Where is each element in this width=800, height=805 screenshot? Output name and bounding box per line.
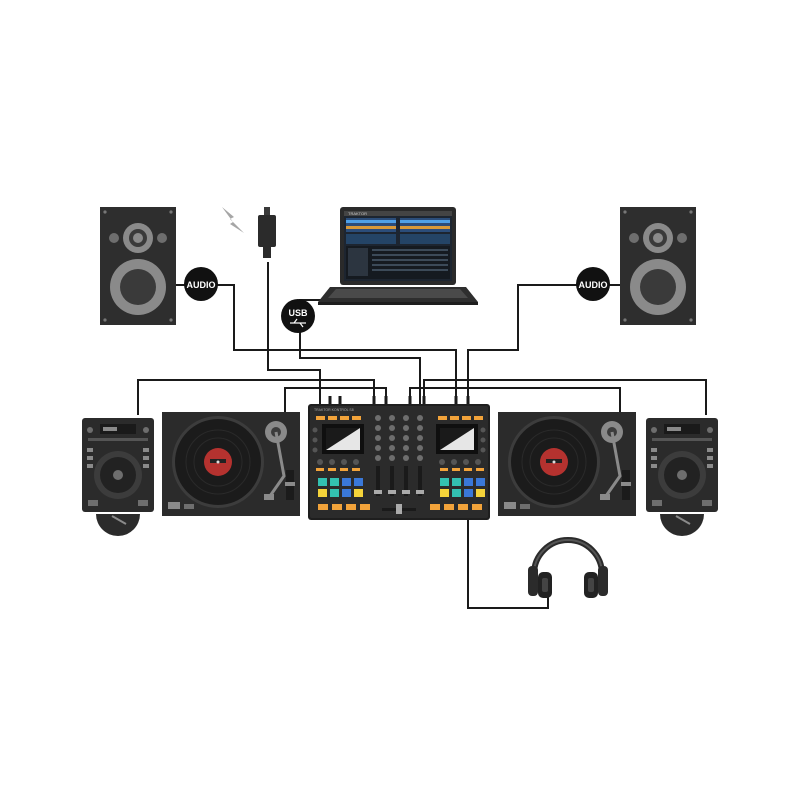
- audio-label-right: AUDIO: [576, 267, 610, 301]
- cable-cd-right: [423, 379, 707, 415]
- audio-label-left-text: AUDIO: [187, 280, 216, 290]
- laptop-screen-title: TRAKTOR: [348, 211, 367, 216]
- laptop-icon: TRAKTOR: [318, 207, 478, 305]
- audio-label-right-text: AUDIO: [579, 280, 608, 290]
- usb-label: USB: [281, 299, 315, 333]
- cable-power: [267, 262, 321, 405]
- speaker-right: [620, 207, 696, 325]
- controller-brand: TRAKTOR KONTROL S8: [314, 408, 354, 412]
- usb-label-text: USB: [288, 308, 308, 318]
- headphones-icon: [528, 537, 608, 598]
- lightning-bolt-icon: [222, 207, 244, 233]
- mixer-controller-icon: TRAKTOR KONTROL S8: [308, 404, 490, 520]
- turntable-right: [498, 412, 636, 516]
- audio-label-left: AUDIO: [184, 267, 218, 301]
- turntable-left: [162, 412, 300, 516]
- cd-player-left: [82, 418, 154, 536]
- cable-audio-right: [467, 284, 620, 405]
- power-adapter-icon: [258, 207, 276, 258]
- cable-headphones: [467, 520, 549, 609]
- speaker-left: [100, 207, 176, 325]
- usb-icon: [290, 318, 306, 328]
- cable-usb: [299, 299, 421, 405]
- cable-cd-left: [137, 379, 375, 415]
- cd-player-right: [646, 418, 718, 536]
